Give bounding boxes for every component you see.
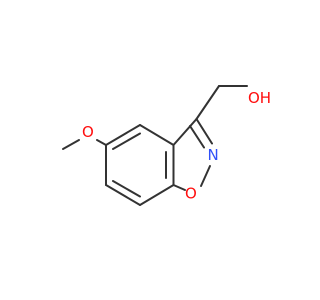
bond-c3a-c3	[172, 118, 198, 146]
bonds	[62, 85, 248, 206]
bond-c3-ch2	[195, 85, 220, 120]
bond-c7-c7a	[139, 184, 175, 206]
atom-label-o-methoxy: O	[82, 123, 94, 141]
atom-label-o-ring: O	[185, 185, 197, 203]
bond-c3a-c4	[139, 124, 175, 146]
atom-label-n: N	[208, 146, 219, 164]
bond-c4-c5-inner	[112, 132, 141, 150]
atom-label-oh: OH	[248, 89, 271, 107]
bond-c4-c5	[105, 124, 141, 146]
atom-labels: OH N O O	[82, 89, 271, 203]
bond-o-ch3	[62, 139, 80, 150]
bond-c3-n-double	[189, 125, 205, 149]
bond-o-c7a	[172, 184, 186, 191]
bond-c3-n	[195, 118, 213, 145]
bond-c5-o	[96, 139, 107, 146]
bond-n-o	[200, 165, 211, 187]
molecule-structure: OH N O O	[62, 85, 271, 206]
bond-c6-c7-inner	[112, 180, 141, 198]
bond-c6-c7	[105, 184, 141, 206]
